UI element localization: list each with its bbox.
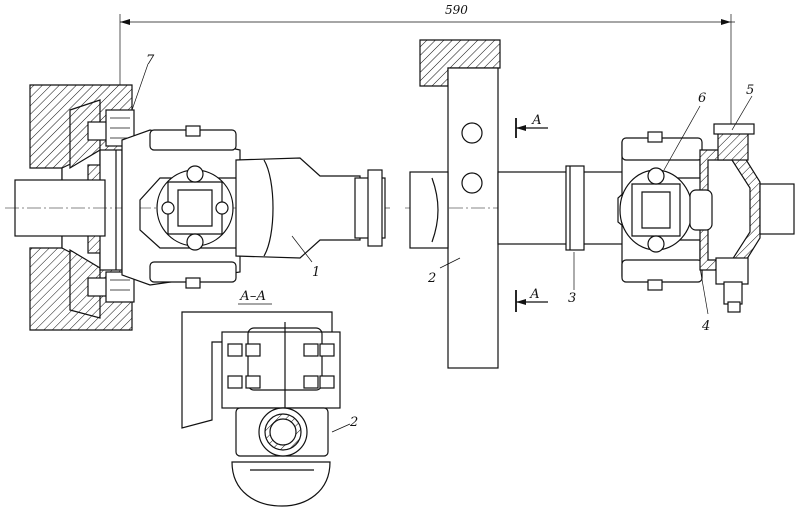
right-leader-lines: [439, 95, 753, 315]
overall-dimension: 590: [119, 3, 735, 150]
section-markers: [515, 118, 548, 312]
label-part-1-left: 1: [312, 265, 320, 280]
dimension-label: 590: [445, 3, 468, 17]
section-title: А–А: [239, 289, 266, 304]
label-part-2-section: 2: [349, 415, 358, 430]
label-part-3: 3: [568, 291, 576, 306]
left-shaft: [5, 179, 390, 237]
label-part-7: 7: [146, 53, 155, 68]
section-marker-bottom: А: [529, 287, 540, 302]
section-a-a: А–А: [181, 289, 351, 507]
section-marker-top: А: [531, 113, 542, 128]
label-part-5: 5: [746, 83, 754, 98]
left-leader-lines: [131, 63, 313, 263]
left-yoke-and-joint: [121, 125, 386, 289]
label-part-4: 4: [701, 319, 710, 334]
label-part-6: 6: [698, 91, 706, 106]
right-yoke-and-joint: [617, 123, 795, 313]
support-column: [419, 39, 501, 369]
label-part-2-right: 2: [427, 271, 436, 286]
